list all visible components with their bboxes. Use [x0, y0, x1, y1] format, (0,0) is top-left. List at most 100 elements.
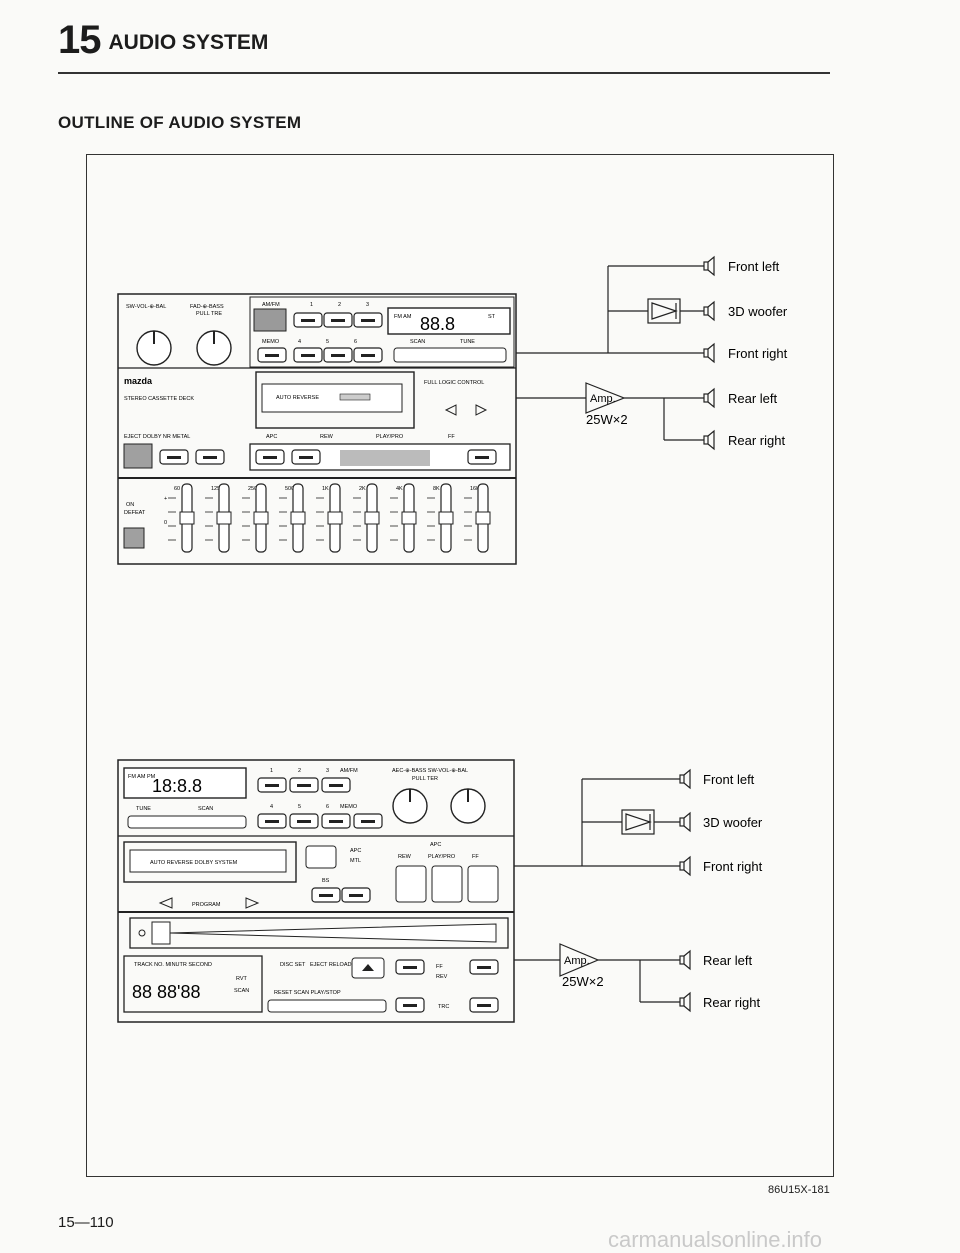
eq-scale-plus: + — [164, 496, 167, 502]
eq-slider-knob[interactable] — [179, 511, 195, 525]
speaker-label-3d-woofer: 3D woofer — [728, 304, 788, 319]
speaker-icon — [679, 769, 691, 789]
cassette-slot-2 — [123, 841, 297, 883]
eq-freq-label: 125 — [211, 486, 220, 492]
disc-set-label: DISC SET — [280, 962, 306, 968]
bass-knob-icon[interactable] — [392, 788, 428, 824]
preset-num-2: 2 — [338, 302, 341, 308]
eject-reload-label: EJECT RELOAD — [310, 962, 351, 968]
vol-knob-icon[interactable] — [136, 330, 172, 366]
header-rule — [58, 72, 830, 74]
preset-label: AM/FM — [262, 302, 280, 308]
preset-num-3: 3 — [366, 302, 369, 308]
eq-switch-on: ON — [126, 502, 134, 508]
auto-reverse-label-2: AUTO REVERSE DOLBY SYSTEM — [150, 860, 238, 866]
function-label-eject: EJECT DOLBY NR METAL — [124, 434, 190, 440]
logic-label: FULL LOGIC CONTROL — [424, 380, 484, 386]
band-indicator: FM AM — [394, 314, 412, 320]
function-label-apc: APC — [266, 434, 277, 440]
memo-label-2: MEMO — [340, 804, 358, 810]
cd-rev-label: REV — [436, 974, 448, 980]
preset-num-4: 4 — [298, 339, 301, 345]
vol-knob-icon[interactable] — [450, 788, 486, 824]
cd-scan-label: SCAN — [234, 988, 249, 994]
head-unit-1: SW-VOL-⊕-BAL FAD-⊕-BASS PULL TRE AM/FM 1… — [117, 293, 517, 565]
preset-num-6: 6 — [354, 339, 357, 345]
cd-ff-label: FF — [436, 964, 443, 970]
preset2-num-2: 2 — [298, 768, 301, 774]
memo-label: MEMO — [262, 339, 280, 345]
wiring-2 — [514, 778, 680, 1003]
amp-label: Amp. — [590, 393, 616, 405]
amp-rating-2: 25W×2 — [562, 974, 604, 989]
reset-scan-play-label: RESET SCAN PLAY/STOP — [274, 990, 341, 996]
eq-freq-label: 1K — [322, 486, 329, 492]
eq-slider-knob[interactable] — [438, 511, 454, 525]
ff-label: FF — [472, 854, 479, 860]
amp-label-2: Amp. — [564, 955, 590, 967]
figure-code: 86U15X-181 — [768, 1184, 830, 1196]
eq-freq-label: 250 — [248, 486, 257, 492]
eq-slider-knob[interactable] — [401, 511, 417, 525]
speaker-icon — [679, 856, 691, 876]
eq-slider-knob[interactable] — [475, 511, 491, 525]
amp-rating: 25W×2 — [586, 412, 628, 427]
eq-slider-knob[interactable] — [327, 511, 343, 525]
speaker-icon — [703, 388, 715, 408]
amfm-label-2: AM/FM — [340, 768, 358, 774]
speaker-icon — [703, 430, 715, 450]
head-unit-2: FM AM PM 18:8.8 TUNE SCAN 1 2 3 AM/FM 4 … — [117, 759, 515, 1023]
scan-label: SCAN — [410, 339, 425, 345]
preset-num-5: 5 — [326, 339, 329, 345]
speaker2-label-3d-woofer: 3D woofer — [703, 815, 763, 830]
section-number: 15 — [58, 18, 101, 62]
bass-knob-icon[interactable] — [196, 330, 232, 366]
bs-label: BS — [322, 878, 330, 884]
speaker2-label-rear-left: Rear left — [703, 953, 753, 968]
scan-label-2: SCAN — [198, 806, 213, 812]
preset2-num-4: 4 — [270, 804, 273, 810]
apc-transport-label: APC — [430, 842, 441, 848]
speaker2-label-front-left: Front left — [703, 772, 755, 787]
program-label: PROGRAM — [192, 902, 221, 908]
brand-logo: mazda — [124, 376, 153, 386]
knob-label-2: AEC-⊕-BASS SW-VOL-⊕-BAL — [392, 768, 468, 774]
speaker-label-front-left: Front left — [728, 259, 780, 274]
cd-slot — [129, 917, 509, 949]
eq-slider-knob[interactable] — [216, 511, 232, 525]
speaker-label-rear-left: Rear left — [728, 391, 778, 406]
eq-slider-knob[interactable] — [253, 511, 269, 525]
eq-freq-label: 60 — [174, 486, 180, 492]
speaker-icon — [679, 812, 691, 832]
trc-label: TRC — [438, 1004, 449, 1010]
function-label-rew: REW — [320, 434, 334, 440]
deck-label: STEREO CASSETTE DECK — [124, 396, 194, 402]
speaker-icon — [679, 992, 691, 1012]
apc-label: APC — [350, 848, 361, 854]
preset-num-1: 1 — [310, 302, 313, 308]
page-number: 15—110 — [58, 1214, 114, 1231]
knob-label-2: FAD-⊕-BASS — [190, 304, 224, 310]
eq-freq-label: 8K — [433, 486, 440, 492]
preset2-num-1: 1 — [270, 768, 273, 774]
wiring-1 — [516, 265, 704, 441]
track-label: TRACK NO. MINUTR SECOND — [134, 962, 212, 968]
radio-display — [387, 307, 511, 335]
pull-label-2: PULL TER — [412, 776, 438, 782]
knob-label-1: SW-VOL-⊕-BAL — [126, 304, 166, 310]
band-indicator-2: FM AM PM — [128, 774, 156, 780]
speaker-label-rear-right: Rear right — [728, 433, 785, 448]
radio-display-digits-2: 18:8.8 — [152, 776, 202, 796]
speaker-icon — [703, 343, 715, 363]
eq-slider-knob[interactable] — [364, 511, 380, 525]
eq-scale-zero: 0 — [164, 520, 167, 526]
eq-slider-knob[interactable] — [290, 511, 306, 525]
function-label-ff: FF — [448, 434, 455, 440]
st-label: ST — [488, 314, 496, 320]
rvt-label: RVT — [236, 976, 248, 982]
speaker-icon — [703, 256, 715, 276]
cassette-slot — [255, 371, 415, 429]
